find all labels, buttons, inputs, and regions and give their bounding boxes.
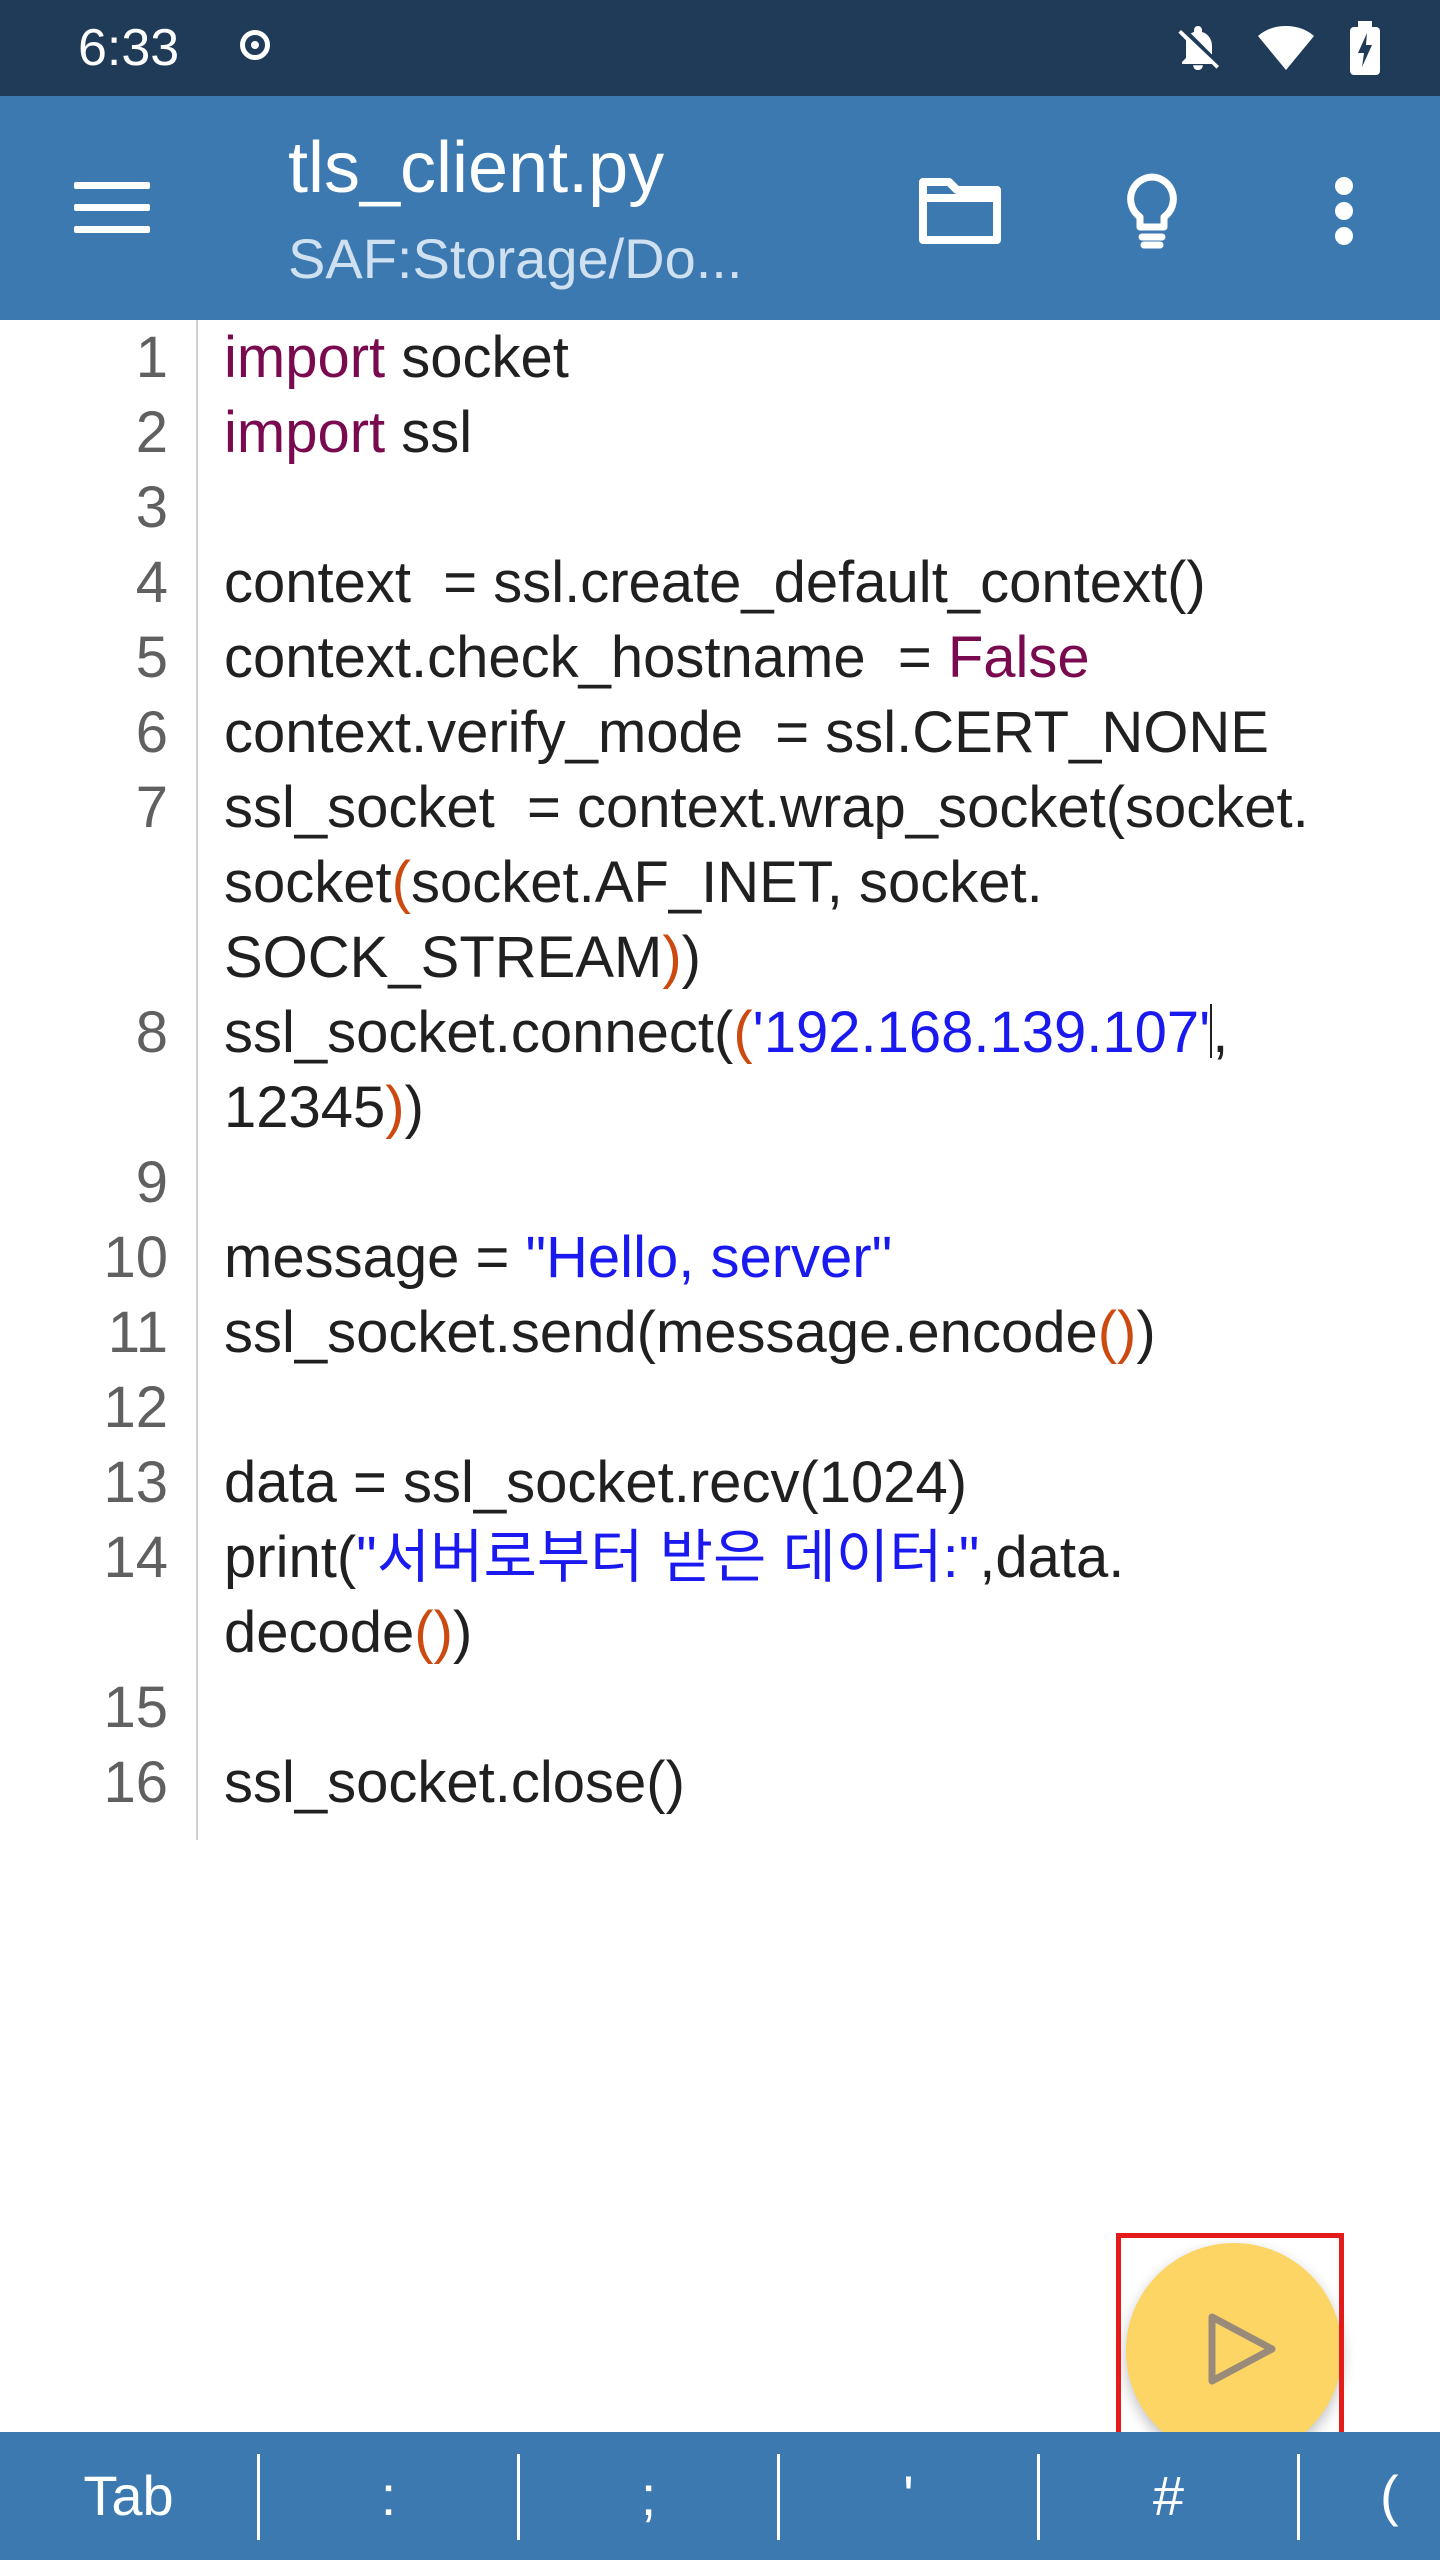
code-token: SOCK_STREAM xyxy=(224,925,663,990)
line-number: 2 xyxy=(135,400,168,465)
code-token: ssl_socket.send(message.encode xyxy=(224,1300,1098,1365)
code-token: print( xyxy=(224,1525,357,1590)
line-number: 10 xyxy=(103,1225,168,1290)
keyword: import xyxy=(224,325,386,390)
menu-icon-bar xyxy=(74,226,150,233)
text-cursor xyxy=(1210,1004,1213,1058)
paren: () xyxy=(1097,1300,1137,1365)
code-token: context.check_hostname = xyxy=(224,625,948,690)
play-icon xyxy=(1208,2313,1276,2385)
status-bar: 6:33 xyxy=(0,0,1440,96)
code-token: ssl xyxy=(385,400,473,465)
line-number: 14 xyxy=(103,1525,168,1590)
line-number: 8 xyxy=(135,1000,168,1065)
paren: ) xyxy=(385,1075,405,1140)
key-separator xyxy=(1037,2454,1040,2540)
string-literal: '192.168.139.107' xyxy=(752,1000,1211,1065)
key-tab[interactable]: Tab xyxy=(83,2464,174,2527)
more-options-button[interactable] xyxy=(1289,156,1399,266)
line-number: 13 xyxy=(103,1450,168,1515)
open-folder-button[interactable] xyxy=(905,156,1015,266)
code-token: message = xyxy=(224,1225,526,1290)
code-text[interactable]: SOCK_STREAM)) xyxy=(224,920,701,995)
run-button[interactable] xyxy=(1126,2243,1342,2459)
file-title: tls_client.py xyxy=(288,128,665,208)
app-bar: tls_client.py SAF:Storage/Do... xyxy=(0,96,1440,320)
paren: ) xyxy=(662,925,682,990)
file-path: SAF:Storage/Do... xyxy=(288,227,743,290)
menu-icon xyxy=(74,182,150,189)
code-token: socket xyxy=(224,850,392,915)
status-icons xyxy=(1174,20,1380,76)
code-text[interactable]: context.verify_mode = ssl.CERT_NONE xyxy=(224,700,1269,765)
record-indicator-icon xyxy=(240,30,270,60)
line-number: 5 xyxy=(135,625,168,690)
code-token: , xyxy=(1212,1000,1229,1065)
code-text[interactable]: message = "Hello, server" xyxy=(224,1220,892,1295)
line-number: 1 xyxy=(135,325,168,390)
line-number: 4 xyxy=(135,550,168,615)
code-token: 12345 xyxy=(224,1075,386,1140)
line-number: 3 xyxy=(135,475,168,540)
code-text[interactable]: 12345)) xyxy=(224,1070,424,1145)
paren: ( xyxy=(391,850,411,915)
paren: ( xyxy=(733,1000,753,1065)
line-number: 16 xyxy=(103,1750,168,1815)
string-literal: "서버로부터 받은 데이터:" xyxy=(356,1525,980,1590)
wifi-icon xyxy=(1258,26,1314,70)
key-hash[interactable]: # xyxy=(1152,2464,1185,2527)
keyword: import xyxy=(224,400,386,465)
key-semicolon[interactable]: ; xyxy=(640,2464,657,2527)
line-number: 9 xyxy=(135,1150,168,1215)
code-token: ) xyxy=(452,1600,473,1665)
keyword: False xyxy=(947,625,1090,690)
code-token: ,data. xyxy=(979,1525,1125,1590)
code-token: ) xyxy=(404,1075,424,1140)
line-number: 6 xyxy=(135,700,168,765)
code-text[interactable]: import socket xyxy=(224,320,569,395)
code-text[interactable]: context = ssl.create_default_context() xyxy=(224,550,1206,615)
paren: () xyxy=(414,1600,453,1665)
status-time: 6:33 xyxy=(78,19,180,77)
battery-charging-icon xyxy=(1350,21,1380,75)
notifications-off-icon xyxy=(1178,26,1219,70)
code-token: ) xyxy=(1136,1300,1156,1365)
key-apostrophe[interactable]: ' xyxy=(903,2464,914,2527)
key-separator xyxy=(257,2454,260,2540)
line-number: 15 xyxy=(103,1675,168,1740)
folder-icon xyxy=(919,178,1001,244)
string-literal: "Hello, server" xyxy=(525,1225,893,1290)
menu-icon-bar xyxy=(74,204,150,211)
key-separator xyxy=(517,2454,520,2540)
menu-button[interactable] xyxy=(60,166,164,250)
code-token: socket.AF_INET, socket. xyxy=(410,850,1043,915)
extra-keys-bar: Tab : ; ' # ( xyxy=(0,2432,1440,2560)
code-token: ssl_socket.connect( xyxy=(224,1000,734,1065)
code-text[interactable]: context.check_hostname = False xyxy=(224,620,1090,695)
key-separator xyxy=(777,2454,780,2540)
line-number: 7 xyxy=(135,775,168,840)
gutter-divider xyxy=(196,320,198,1840)
lightbulb-icon xyxy=(1127,173,1177,249)
code-text[interactable]: ssl_socket.connect(('192.168.139.107', xyxy=(224,995,1228,1070)
code-token: ) xyxy=(681,925,701,990)
more-vert-icon xyxy=(1335,177,1353,245)
key-colon[interactable]: : xyxy=(380,2464,397,2527)
code-token: socket xyxy=(385,325,569,390)
code-text[interactable]: ssl_socket = context.wrap_socket(socket. xyxy=(224,775,1309,840)
code-text[interactable]: data = ssl_socket.recv(1024) xyxy=(224,1450,968,1515)
line-number: 11 xyxy=(107,1300,168,1365)
lightbulb-button[interactable] xyxy=(1097,156,1207,266)
code-text[interactable]: ssl_socket.send(message.encode()) xyxy=(224,1295,1156,1370)
code-text[interactable]: print("서버로부터 받은 데이터:",data. xyxy=(224,1520,1124,1595)
code-text[interactable]: socket(socket.AF_INET, socket. xyxy=(224,845,1043,920)
code-editor[interactable]: 1 import socket 2 import ssl 3 4 context… xyxy=(0,320,1440,1840)
line-number: 12 xyxy=(103,1375,168,1440)
code-text[interactable]: decode()) xyxy=(224,1595,472,1670)
key-open-paren[interactable]: ( xyxy=(1380,2464,1399,2527)
code-text[interactable]: import ssl xyxy=(224,395,472,470)
key-separator xyxy=(1297,2454,1300,2540)
code-token: decode xyxy=(224,1600,415,1665)
code-text[interactable]: ssl_socket.close() xyxy=(224,1750,685,1815)
